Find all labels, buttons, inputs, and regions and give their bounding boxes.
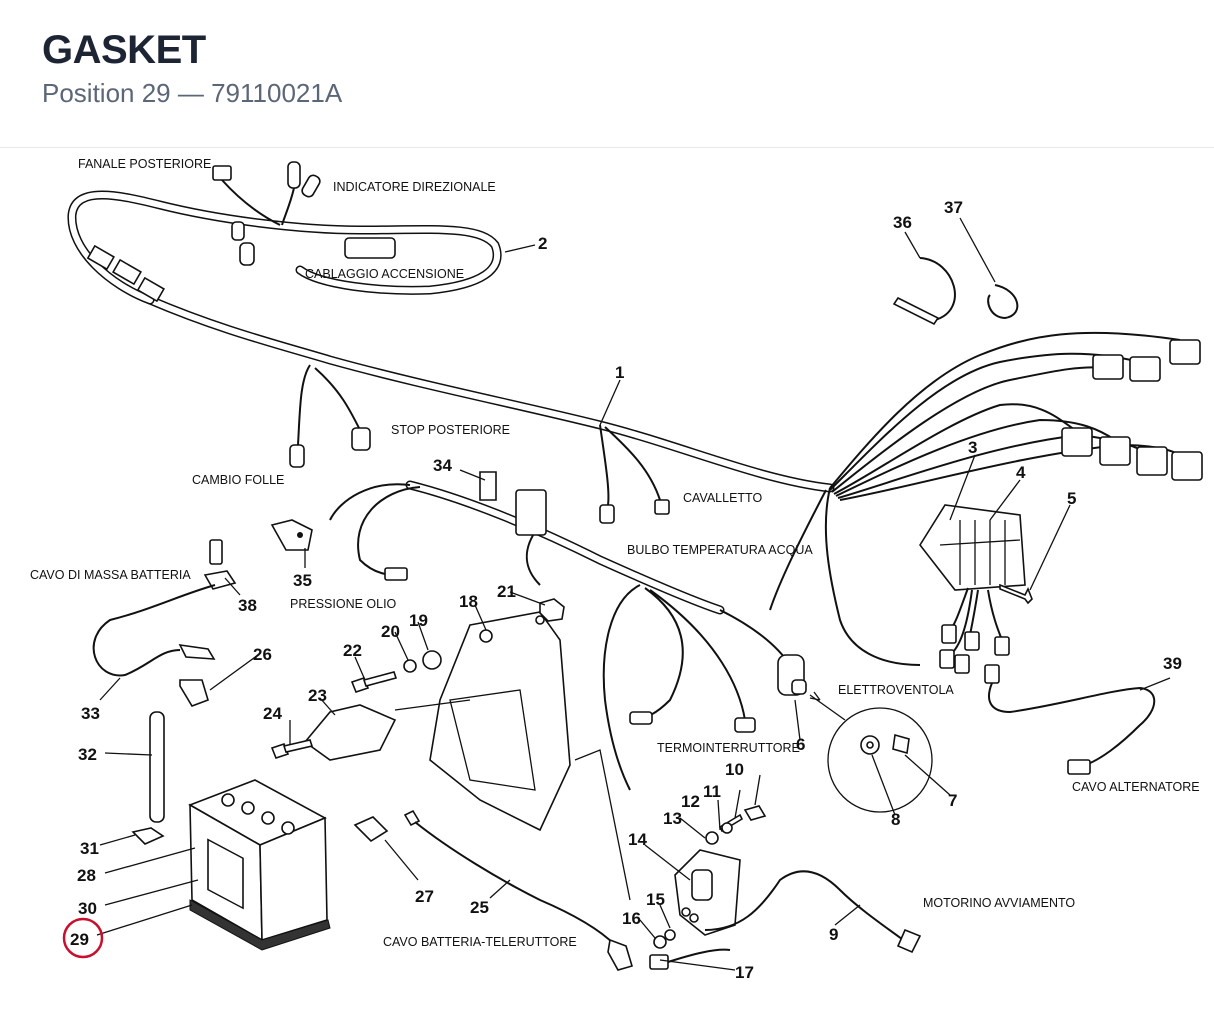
position-9[interactable]: 9 (829, 925, 838, 944)
position-30[interactable]: 30 (78, 899, 97, 918)
position-38[interactable]: 38 (238, 596, 257, 615)
label-elettroventola: ELETTROVENTOLA (838, 683, 954, 697)
label-cavo-di-massa-batteria: CAVO DI MASSA BATTERIA (30, 568, 191, 582)
position-37[interactable]: 37 (944, 198, 963, 217)
leader-lines (96, 217, 1171, 971)
oil-pressure-switch (270, 519, 313, 551)
label-fanale-posteriore: FANALE POSTERIORE (78, 157, 211, 171)
battery-gasket-29 (189, 899, 331, 951)
position-25[interactable]: 25 (470, 898, 489, 917)
battery (188, 779, 331, 951)
page-title: GASKET (42, 28, 206, 72)
terminal-27 (353, 816, 389, 843)
exploded-wiring-diagram: FANALE POSTERIORE INDICATORE DIREZIONALE… (30, 157, 1203, 982)
label-stop-posteriore: STOP POSTERIORE (391, 423, 510, 437)
vent-tube-32 (149, 711, 165, 823)
position-10[interactable]: 10 (725, 760, 744, 779)
label-cavalletto: CAVALLETTO (683, 491, 762, 505)
clip-37 (987, 284, 1019, 320)
position-22[interactable]: 22 (343, 641, 362, 660)
page-subtitle: Position 29 — 79110021A (42, 78, 343, 108)
label-bulbo-temperatura-acqua: BULBO TEMPERATURA ACQUA (627, 543, 813, 557)
main-harness (67, 190, 1203, 666)
position-39[interactable]: 39 (1163, 654, 1182, 673)
position-32[interactable]: 32 (78, 745, 97, 764)
label-pressione-olio: PRESSIONE OLIO (290, 597, 397, 611)
label-cavo-batteria-teleruttore: CAVO BATTERIA-TELERUTTORE (383, 935, 577, 949)
position-23[interactable]: 23 (308, 686, 327, 705)
position-12[interactable]: 12 (681, 792, 700, 811)
position-34[interactable]: 34 (433, 456, 452, 475)
detail-circle (827, 707, 933, 813)
position-19[interactable]: 19 (409, 611, 428, 630)
position-35[interactable]: 35 (293, 571, 312, 590)
position-31[interactable]: 31 (80, 839, 99, 858)
position-15[interactable]: 15 (646, 890, 665, 909)
battery-bracket (429, 611, 571, 832)
position-24[interactable]: 24 (263, 704, 282, 723)
position-18[interactable]: 18 (459, 592, 478, 611)
position-16[interactable]: 16 (622, 909, 641, 928)
position-1[interactable]: 1 (615, 363, 624, 382)
position-11[interactable]: 11 (703, 782, 721, 801)
position-27[interactable]: 27 (415, 887, 434, 906)
cable-tie-36 (899, 257, 956, 322)
page-header: GASKET Position 29 — 79110021A (0, 0, 1214, 148)
position-3[interactable]: 3 (968, 438, 977, 457)
position-26[interactable]: 26 (253, 645, 272, 664)
position-13[interactable]: 13 (663, 809, 682, 828)
label-cavo-alternatore: CAVO ALTERNATORE (1072, 780, 1200, 794)
position-29[interactable]: 29 (70, 930, 89, 949)
label-indicatore-direzionale: INDICATORE DIREZIONALE (333, 180, 496, 194)
highlight-ring (62, 917, 104, 959)
voltage-regulator (919, 504, 1156, 775)
label-termointerruttore: TERMOINTERRUTTORE (657, 741, 800, 755)
label-motorino-avviamento: MOTORINO AVVIAMENTO (923, 896, 1075, 910)
position-20[interactable]: 20 (381, 622, 400, 641)
position-33[interactable]: 33 (81, 704, 100, 723)
position-4[interactable]: 4 (1016, 463, 1026, 482)
label-cablaggio-accensione: CABLAGGIO ACCENSIONE (305, 267, 464, 281)
cap-26 (179, 679, 209, 707)
position-8[interactable]: 8 (891, 810, 900, 829)
position-5[interactable]: 5 (1067, 489, 1076, 508)
position-17[interactable]: 17 (735, 963, 754, 982)
position-28[interactable]: 28 (77, 866, 96, 885)
label-cambio-folle: CAMBIO FOLLE (192, 473, 284, 487)
position-6[interactable]: 6 (796, 735, 805, 754)
position-14[interactable]: 14 (628, 830, 647, 849)
position-36[interactable]: 36 (893, 213, 912, 232)
secondary-harness (329, 471, 807, 791)
position-2[interactable]: 2 (538, 234, 547, 253)
starter-relay (674, 849, 741, 936)
position-21[interactable]: 21 (497, 582, 516, 601)
position-7[interactable]: 7 (948, 791, 957, 810)
